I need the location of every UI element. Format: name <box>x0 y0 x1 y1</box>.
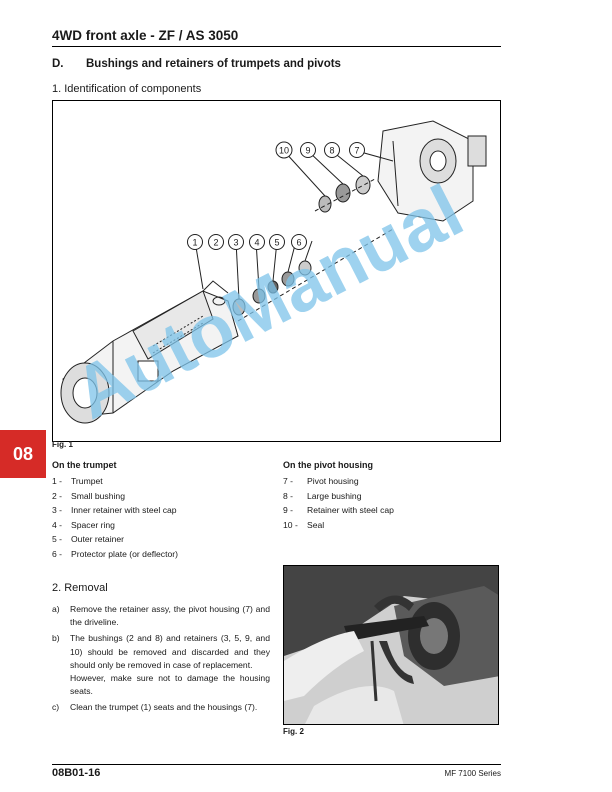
list-item: 6 -Protector plate (or deflector) <box>52 548 178 559</box>
list-item: 3 -Inner retainer with steel cap <box>52 505 177 515</box>
header-divider <box>52 46 501 47</box>
svg-text:4: 4 <box>254 238 259 248</box>
svg-text:3: 3 <box>233 238 238 248</box>
pivot-legend-heading: On the pivot housing <box>283 460 373 470</box>
list-item: 7 -Pivot housing <box>283 476 359 486</box>
callout-5: 5 <box>269 234 285 250</box>
callout-4: 4 <box>249 234 265 250</box>
axle-exploded-drawing: 1 2 3 4 5 6 7 8 9 10 <box>60 120 487 424</box>
svg-text:1: 1 <box>192 238 197 248</box>
page-code: 08B01-16 <box>52 767 101 779</box>
section-letter: D. <box>52 58 64 70</box>
footer-divider <box>52 764 501 765</box>
figure-2-caption: Fig. 2 <box>283 727 304 736</box>
callout-8: 8 <box>324 142 340 158</box>
list-item: 10 -Seal <box>283 519 325 530</box>
list-item: 5 -Outer retainer <box>52 534 125 544</box>
svg-text:6: 6 <box>296 238 301 248</box>
callout-1: 1 <box>187 234 203 250</box>
list-item: c)Clean the trumpet (1) seats and the ho… <box>52 702 258 713</box>
pivot-legend-list: 7 -Pivot housing 8 -Large bushing 9 -Ret… <box>283 474 394 532</box>
removal-steps: a)Remove the retainer assy, the pivot ho… <box>52 603 270 718</box>
section-title: Bushings and retainers of trumpets and p… <box>86 58 341 70</box>
list-item: 4 -Spacer ring <box>52 519 115 530</box>
svg-text:9: 9 <box>305 146 310 156</box>
callout-6: 6 <box>291 234 307 250</box>
list-item: 2 -Small bushing <box>52 490 125 501</box>
removal-heading: 2. Removal <box>52 582 108 594</box>
figure-1-exploded-view: 1 2 3 4 5 6 7 8 9 10 <box>52 100 501 442</box>
identification-heading: 1. Identification of components <box>52 83 202 95</box>
list-item: 8 -Large bushing <box>283 490 362 501</box>
svg-text:5: 5 <box>274 238 279 248</box>
list-item: a)Remove the retainer assy, the pivot ho… <box>52 604 270 628</box>
svg-text:7: 7 <box>354 146 359 156</box>
trumpet-legend-list: 1 -Trumpet 2 -Small bushing 3 -Inner ret… <box>52 474 178 561</box>
list-item: 1 -Trumpet <box>52 476 103 486</box>
svg-text:10: 10 <box>279 146 289 156</box>
page-header-title: 4WD front axle - ZF / AS 3050 <box>52 28 239 43</box>
figure-1-caption: Fig. 1 <box>52 440 73 449</box>
svg-text:2: 2 <box>213 238 218 248</box>
callout-3: 3 <box>228 234 244 250</box>
callout-9: 9 <box>300 142 316 158</box>
callout-7: 7 <box>349 142 365 158</box>
list-item: 9 -Retainer with steel cap <box>283 505 394 515</box>
section-heading: D. Bushings and retainers of trumpets and… <box>52 58 341 70</box>
bushing-removal-photo <box>284 566 498 724</box>
chapter-tab: 08 <box>0 430 46 478</box>
callout-10: 10 <box>275 141 293 159</box>
svg-text:8: 8 <box>329 146 334 156</box>
list-item: b)The bushings (2 and 8) and retainers (… <box>52 633 270 697</box>
trumpet-legend-heading: On the trumpet <box>52 460 117 470</box>
series-label: MF 7100 Series <box>444 769 501 778</box>
figure-2-photo <box>283 565 499 725</box>
callout-2: 2 <box>208 234 224 250</box>
